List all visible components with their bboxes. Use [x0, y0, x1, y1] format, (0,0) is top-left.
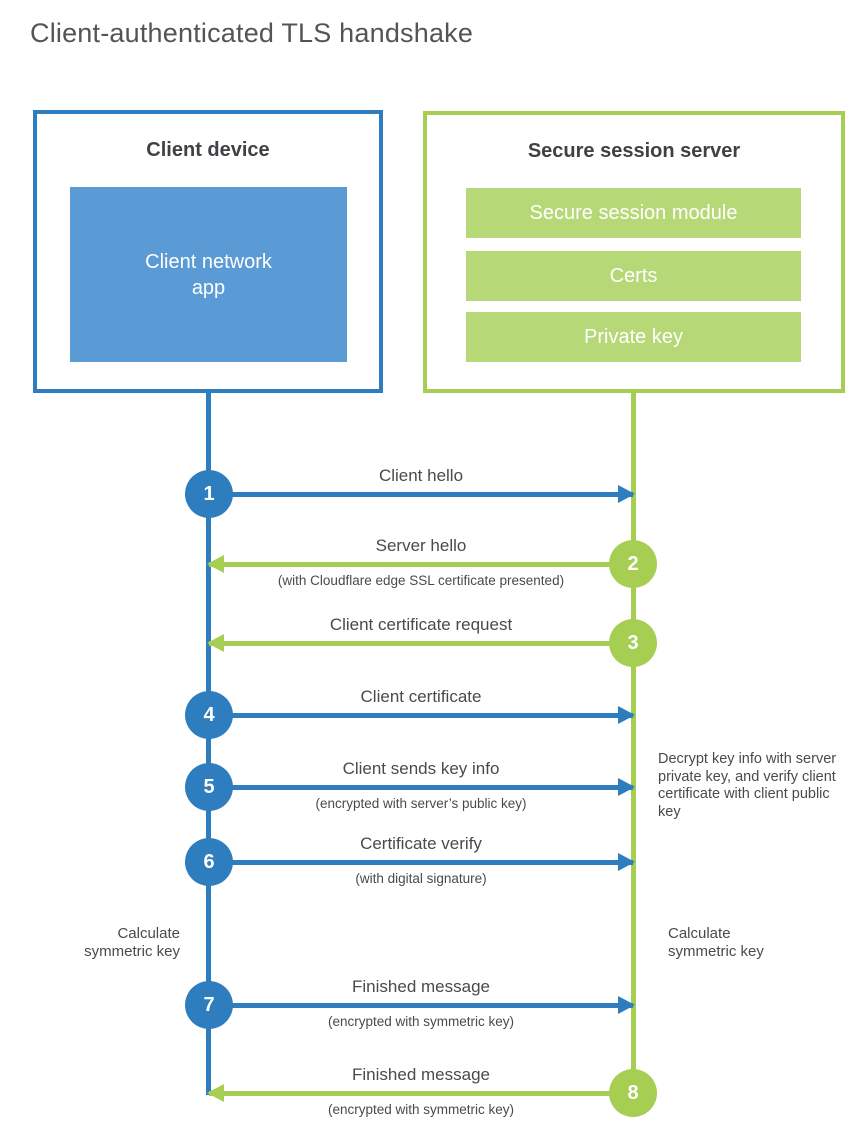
server-decrypt-note: Decrypt key info with server private key…: [658, 751, 837, 820]
step-3-badge: 3: [609, 619, 657, 667]
step-2-sublabel: (with Cloudflare edge SSL certificate pr…: [277, 573, 565, 588]
step-4-arrowhead-right: [618, 706, 635, 724]
step-7-badge: 7: [185, 981, 233, 1029]
step-6-badge: 6: [185, 838, 233, 886]
step-8-arrow-shaft: [209, 1091, 633, 1096]
step-3-arrowhead-left: [207, 634, 224, 652]
server-module-secure-session: Secure session module: [466, 188, 801, 238]
step-7-arrowhead-right: [618, 996, 635, 1014]
step-4-label: Client certificate: [360, 687, 482, 706]
secure-session-server-title: Secure session server: [527, 140, 741, 162]
step-2-arrow-shaft: [209, 562, 633, 567]
step-7-arrow-shaft: [209, 1003, 633, 1008]
step-4-badge: 4: [185, 691, 233, 739]
client-lifeline: [206, 393, 211, 1095]
server-calculate-note: Calculate symmetric key: [668, 925, 764, 960]
server-module-private-key: Private key: [466, 312, 801, 362]
step-5-sublabel: (encrypted with server’s public key): [315, 796, 527, 811]
step-3-arrow-shaft: [209, 641, 633, 646]
step-1-arrowhead-right: [618, 485, 635, 503]
step-1-label: Client hello: [378, 466, 464, 485]
step-1-arrow-shaft: [209, 492, 633, 497]
step-2-arrowhead-left: [207, 555, 224, 573]
step-5-label: Client sends key info: [342, 759, 500, 778]
page-title: Client-authenticated TLS handshake: [30, 18, 474, 48]
step-7-sublabel: (encrypted with symmetric key): [327, 1014, 515, 1029]
client-network-app-box: Client network app: [70, 187, 347, 362]
client-device-title: Client device: [146, 139, 270, 161]
step-6-sublabel: (with digital signature): [355, 871, 487, 886]
step-6-arrowhead-right: [618, 853, 635, 871]
client-calculate-note: Calculate symmetric key: [84, 925, 180, 960]
client-network-app-label: Client network app: [145, 250, 272, 299]
step-4-arrow-shaft: [209, 713, 633, 718]
step-6-label: Certificate verify: [360, 834, 482, 853]
step-8-sublabel: (encrypted with symmetric key): [327, 1102, 515, 1117]
server-module-certs: Certs: [466, 251, 801, 301]
step-8-badge: 8: [609, 1069, 657, 1117]
step-8-arrowhead-left: [207, 1084, 224, 1102]
step-5-badge: 5: [185, 763, 233, 811]
step-2-label: Server hello: [375, 536, 467, 555]
step-2-badge: 2: [609, 540, 657, 588]
step-8-label: Finished message: [352, 1065, 490, 1084]
server-lifeline: [631, 393, 636, 1093]
step-7-label: Finished message: [352, 977, 490, 996]
step-6-arrow-shaft: [209, 860, 633, 865]
step-3-label: Client certificate request: [329, 615, 513, 634]
step-1-badge: 1: [185, 470, 233, 518]
step-5-arrow-shaft: [209, 785, 633, 790]
step-5-arrowhead-right: [618, 778, 635, 796]
